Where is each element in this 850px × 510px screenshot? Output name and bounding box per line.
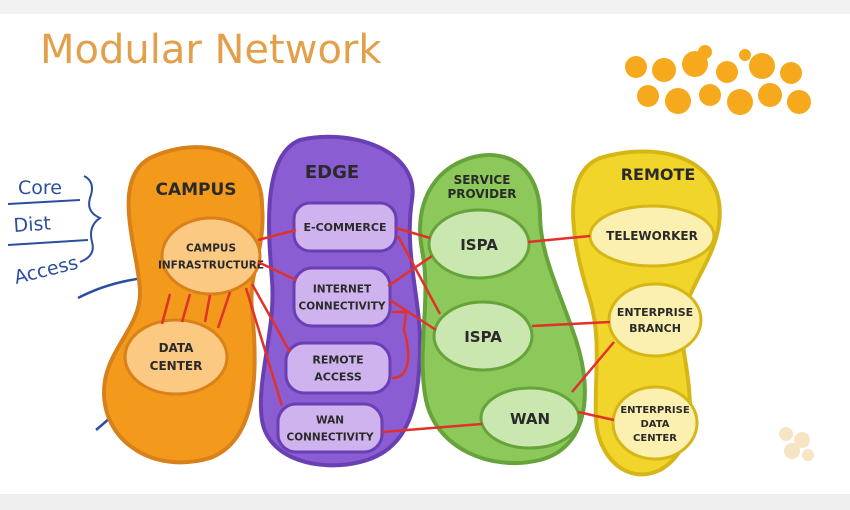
link-wan-edc — [577, 410, 615, 422]
link-internet-ispa1 — [387, 254, 433, 288]
ecommerce-node: E-COMMERCE — [292, 201, 398, 253]
enterprise-dc-node: ENTERPRISE DATA CENTER — [611, 385, 699, 461]
remote-access-label-line: REMOTE — [312, 354, 363, 367]
link-infra-dc-1 — [160, 293, 172, 325]
internet-connectivity-label-line: INTERNET — [313, 284, 372, 296]
campus-infrastructure-node: CAMPUS INFRASTRUCTURE — [158, 216, 264, 296]
link-infra-wan — [244, 287, 284, 407]
remote-access-label: REMOTE ACCESS — [312, 354, 363, 384]
link-ispa1-teleworker — [527, 234, 591, 244]
link-wan-branch — [571, 341, 615, 393]
data-center-label-line: DATA — [159, 341, 195, 355]
wan-node: WAN — [479, 386, 581, 450]
ispa-node-1: ISPA — [427, 208, 531, 280]
campus-infrastructure-label-line: INFRASTRUCTURE — [158, 260, 264, 272]
links — [160, 226, 615, 434]
remote-access-node: REMOTE ACCESS — [284, 341, 392, 395]
wan-connectivity-label-line: CONNECTIVITY — [287, 432, 374, 444]
edge-title: EDGE — [305, 162, 359, 183]
ispa-label-1: ISPA — [460, 236, 498, 254]
logo-dots — [625, 45, 811, 115]
enterprise-branch-label-line: ENTERPRISE — [617, 306, 693, 319]
edge-module: EDGE E-COMMERCE INTERNET CONNECTIVITY REM… — [258, 134, 423, 468]
link-infra-ecommerce — [257, 228, 297, 242]
link-infra-internet — [257, 260, 297, 282]
link-infra-remote — [250, 283, 292, 353]
teleworker-label-line: TELEWORKER — [606, 229, 698, 243]
link-infra-dc-2 — [180, 293, 192, 323]
ispa-node-2: ISPA — [432, 300, 534, 372]
link-internet-ispa2 — [389, 298, 437, 332]
ecommerce-label: E-COMMERCE — [304, 221, 387, 234]
internet-connectivity-label: INTERNET CONNECTIVITY — [299, 284, 386, 313]
teleworker-node: TELEWORKER — [588, 204, 716, 268]
remote-module: REMOTE TELEWORKER ENTERPRISE BRANCH ENTER… — [571, 149, 722, 477]
service-provider-title-line: PROVIDER — [447, 187, 516, 201]
enterprise-branch-node: ENTERPRISE BRANCH — [607, 282, 703, 358]
diagram-title: Modular Network — [40, 27, 382, 73]
internet-connectivity-node: INTERNET CONNECTIVITY — [292, 266, 392, 328]
data-center-node: DATA CENTER — [123, 318, 229, 396]
remote-access-label-line: ACCESS — [314, 371, 362, 384]
bottom-bar — [0, 494, 850, 510]
enterprise-branch-label-line: BRANCH — [629, 322, 681, 335]
enterprise-branch-label: ENTERPRISE BRANCH — [617, 306, 693, 335]
enterprise-dc-label-line: ENTERPRISE — [620, 405, 690, 416]
service-provider-title-line: SERVICE — [454, 173, 511, 187]
link-ecom-ispa2 — [396, 235, 442, 315]
internet-connectivity-label-line: CONNECTIVITY — [299, 301, 386, 313]
enterprise-dc-label: ENTERPRISE DATA CENTER — [620, 405, 690, 444]
campus-title: CAMPUS — [155, 180, 236, 200]
data-center-label: DATA CENTER — [150, 341, 203, 373]
campus-infrastructure-label: CAMPUS INFRASTRUCTURE — [158, 243, 264, 272]
top-bar — [0, 0, 850, 14]
link-infra-dc-4 — [216, 291, 232, 329]
annotation-dist: Dist — [13, 212, 52, 237]
wan-label: WAN — [510, 410, 550, 428]
link-ispa2-branch — [531, 320, 611, 328]
enterprise-dc-label-line: CENTER — [633, 433, 677, 444]
link-ecom-ispa1 — [395, 226, 431, 240]
wan-connectivity-label: WAN CONNECTIVITY — [287, 415, 374, 444]
campus-module: CAMPUS CAMPUS INFRASTRUCTURE DATA CENTER — [101, 145, 265, 465]
campus-infrastructure-label-line: CAMPUS — [186, 243, 236, 255]
link-infra-dc-3 — [203, 294, 212, 323]
ispa-label-2: ISPA — [464, 328, 502, 346]
watermark-dots — [779, 427, 814, 461]
teleworker-label: TELEWORKER — [606, 229, 698, 243]
wan-connectivity-node: WAN CONNECTIVITY — [276, 402, 384, 454]
link-remote-ispa — [391, 310, 410, 380]
annotation-access: Access — [12, 252, 80, 289]
annotation-core: Core — [18, 177, 62, 199]
remote-title: REMOTE — [621, 165, 696, 184]
data-center-label-line: CENTER — [150, 359, 203, 373]
ecommerce-label-line: E-COMMERCE — [304, 221, 387, 234]
enterprise-dc-label-line: DATA — [640, 419, 669, 430]
link-wan-wan — [381, 422, 483, 434]
wan-connectivity-label-line: WAN — [316, 415, 344, 427]
